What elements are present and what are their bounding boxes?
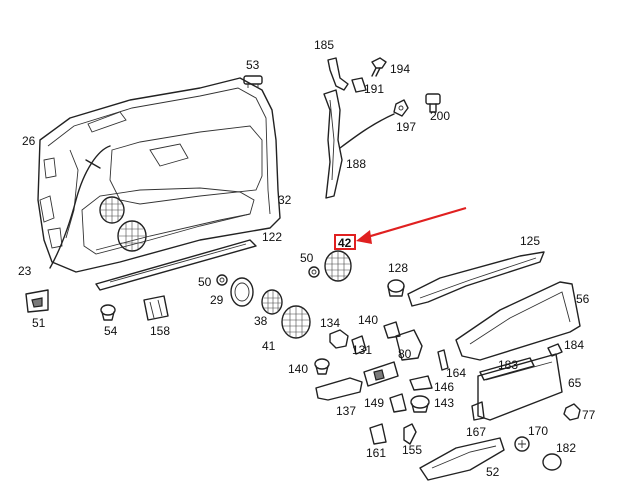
clip-140a [383, 321, 401, 339]
block-158 [143, 295, 169, 321]
callout-56: 56 [576, 292, 590, 306]
callout-194: 194 [390, 62, 410, 76]
callout-131: 131 [352, 343, 372, 357]
nut-77 [563, 403, 581, 421]
callout-183: 183 [498, 358, 518, 372]
callout-128: 128 [388, 261, 408, 275]
armrest-125 [407, 251, 545, 307]
strip-183 [479, 357, 535, 381]
cap-128 [387, 279, 405, 297]
callout-23: 23 [18, 264, 32, 278]
bracket-80 [395, 329, 423, 361]
callout-170: 170 [528, 424, 548, 438]
callout-137: 137 [336, 404, 356, 418]
callout-200: 200 [430, 109, 450, 123]
callout-51: 51 [32, 316, 46, 330]
bracket-185 [327, 57, 349, 91]
callout-32: 32 [278, 193, 292, 207]
door-trim-panel [37, 77, 281, 273]
bracket-51 [25, 289, 49, 313]
plug-200 [425, 93, 441, 113]
clip-149 [389, 393, 407, 413]
callout-134: 134 [320, 316, 340, 330]
callout-52: 52 [486, 465, 500, 479]
clip-184 [547, 343, 563, 357]
switch-plate [363, 361, 399, 387]
callout-80: 80 [398, 347, 412, 361]
handle-cover-137 [315, 377, 363, 401]
door-speaker-lower [117, 220, 147, 252]
bin-65 [477, 353, 563, 421]
callout-77: 77 [582, 408, 596, 422]
speaker-grille-38b [261, 289, 283, 315]
callout-125: 125 [520, 234, 540, 248]
screw-194 [371, 57, 387, 77]
clip-161 [369, 423, 387, 445]
callout-50-right: 50 [300, 251, 314, 265]
callout-191: 191 [364, 82, 384, 96]
pocket-52 [419, 437, 505, 481]
callout-185: 185 [314, 38, 334, 52]
callout-146: 146 [434, 380, 454, 394]
callout-65: 65 [568, 376, 582, 390]
callout-158: 158 [150, 324, 170, 338]
callout-184: 184 [564, 338, 584, 352]
clip-191 [351, 77, 367, 93]
callout-161: 161 [366, 446, 386, 460]
pin-164 [437, 349, 449, 371]
callout-54: 54 [104, 324, 118, 338]
callout-164: 164 [446, 366, 466, 380]
highlight-arrow [363, 206, 467, 240]
callout-38: 38 [254, 314, 268, 328]
strip-188 [323, 89, 395, 199]
cap-182 [542, 453, 562, 471]
clip-197 [393, 99, 409, 117]
screw-170 [514, 436, 530, 452]
callout-53: 53 [246, 58, 260, 72]
nut-50-right [308, 266, 320, 278]
callout-143: 143 [434, 396, 454, 410]
speaker-grille-42 [324, 250, 352, 282]
cap-54 [100, 304, 116, 321]
nut-134 [329, 329, 349, 349]
callout-197: 197 [396, 120, 416, 134]
callout-41: 41 [262, 339, 276, 353]
ring-38 [230, 277, 254, 307]
callout-155: 155 [402, 443, 422, 457]
highlight-42: 42 [334, 206, 467, 250]
pin-155 [403, 423, 417, 445]
plug-143 [410, 395, 430, 413]
door-speaker-upper [99, 196, 125, 224]
nut-50-left [216, 274, 228, 286]
callout-50-left: 50 [198, 275, 212, 289]
callout-29: 29 [210, 293, 224, 307]
callout-122: 122 [262, 230, 282, 244]
callout-140-upper: 140 [358, 313, 378, 327]
clip-167 [471, 401, 485, 421]
callout-42: 42 [338, 236, 352, 250]
clip-53 [243, 75, 263, 88]
speaker-grille-41 [281, 305, 311, 339]
callout-167: 167 [466, 425, 486, 439]
wire-cable [49, 145, 111, 269]
clip-140b [314, 358, 330, 375]
callout-26: 26 [22, 134, 36, 148]
bracket-131 [351, 335, 367, 355]
callout-labels: 185 194 191 200 197 188 53 26 32 122 23 … [18, 38, 596, 479]
callout-182: 182 [556, 441, 576, 455]
callout-140-lower: 140 [288, 362, 308, 376]
highlight-box [334, 234, 356, 250]
callout-188: 188 [346, 157, 366, 171]
highlight-arrow-head [356, 230, 372, 244]
callout-149: 149 [364, 396, 384, 410]
trim-strip-122 [95, 239, 257, 291]
clip-146 [409, 375, 433, 391]
armrest-pad-56 [455, 281, 581, 361]
